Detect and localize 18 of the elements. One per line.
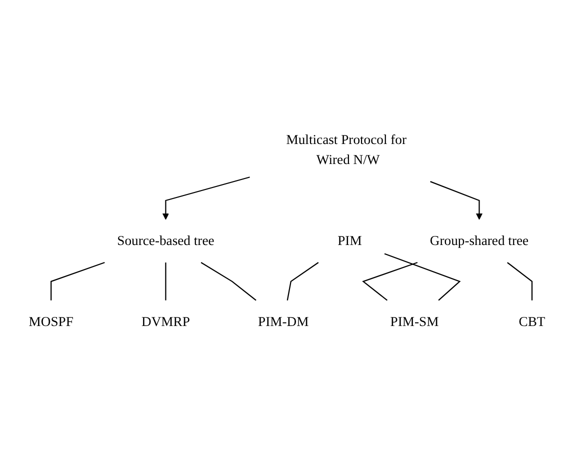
arrow [162, 176, 250, 220]
connector [165, 262, 166, 301]
connector [384, 253, 461, 301]
node-text: Source-based tree [117, 233, 214, 248]
connector [362, 262, 418, 302]
connector [200, 262, 256, 302]
node-text: Group-shared tree [430, 233, 529, 248]
arrow [430, 181, 483, 220]
node-text: PIM [338, 233, 362, 248]
node-text: Multicast Protocol for Wired N/W [286, 132, 407, 168]
node-text: DVMRP [141, 314, 190, 330]
node-text: PIM-DM [258, 314, 309, 330]
node-text: CBT [518, 314, 546, 330]
connector [50, 262, 105, 301]
connector [507, 262, 533, 301]
connector [286, 262, 319, 301]
node-text: PIM-SM [390, 314, 439, 330]
node-text: MOSPF [28, 314, 74, 330]
